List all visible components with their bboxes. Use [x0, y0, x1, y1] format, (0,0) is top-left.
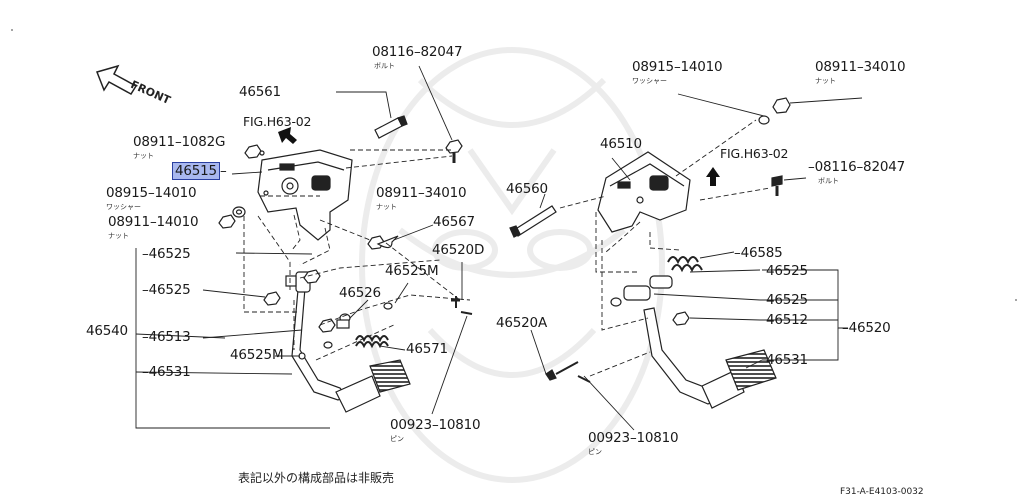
part-08911-34010-left[interactable]: 08911–34010: [376, 185, 467, 201]
part-46525-right-1[interactable]: 46525: [766, 263, 808, 279]
dash: –: [734, 245, 741, 261]
fig-arrow-right-icon: [706, 167, 720, 186]
part-08116-82047-right-label: 08116–82047: [814, 159, 906, 175]
front-arrow-icon: [96, 64, 138, 95]
fig-h63-02-link-left[interactable]: FIG.H63-02: [243, 114, 312, 129]
part-46531-left-label: 46531: [148, 364, 191, 380]
part-08911-14010[interactable]: 08911–14010: [108, 214, 199, 230]
part-08116-82047-right[interactable]: –08116–82047: [808, 159, 905, 175]
nut-sublabel-1: ナット: [133, 152, 154, 160]
part-46513[interactable]: –46513: [142, 329, 191, 345]
part-46540[interactable]: 46540: [86, 323, 128, 339]
part-46585-label: 46585: [740, 245, 783, 261]
dash: –: [842, 320, 849, 336]
dash: –: [142, 364, 149, 380]
part-46515-label: 46515: [172, 162, 220, 180]
part-46567[interactable]: 46567: [433, 214, 475, 230]
part-00923-10810-left[interactable]: 00923–10810: [390, 417, 481, 433]
not-for-sale-note: 表記以外の構成部品は非販売: [238, 471, 395, 485]
part-46525-left-2-label: 46525: [148, 282, 191, 298]
right-pedal-assembly: [509, 97, 791, 409]
part-46510[interactable]: 46510: [600, 136, 642, 152]
bolt-sublabel-right: ボルト: [818, 177, 839, 185]
part-46515-dash: –: [219, 163, 227, 179]
left-leader-lines: [135, 65, 471, 429]
part-46560[interactable]: 46560: [506, 181, 548, 197]
part-46513-label: 46513: [148, 329, 191, 345]
part-46571[interactable]: 46571: [406, 341, 448, 357]
part-46585[interactable]: –46585: [734, 245, 783, 261]
dash: –: [142, 282, 149, 298]
fig-arrow-left-icon: [278, 127, 297, 144]
bolt-sublabel-left: ボルト: [374, 62, 395, 70]
right-leader-lines: [530, 93, 863, 431]
washer-sublabel-left: ワッシャー: [106, 203, 141, 211]
left-pedal-assembly: [218, 115, 473, 413]
nut-sublabel-3: ナット: [376, 203, 397, 211]
part-46526[interactable]: 46526: [339, 285, 381, 301]
part-46520[interactable]: –46520: [842, 320, 891, 336]
part-46525-right-2[interactable]: 46525: [766, 292, 808, 308]
drawing-code: F31-A-E4103-0032: [840, 487, 924, 497]
part-46512[interactable]: 46512: [766, 312, 808, 328]
part-08911-1082g[interactable]: 08911–1082G: [133, 134, 226, 150]
part-46520a[interactable]: 46520A: [496, 315, 547, 331]
nut-sublabel-2: ナット: [108, 232, 129, 240]
pin-sublabel-right: ピン: [588, 448, 602, 456]
part-46525-left-1[interactable]: –46525: [142, 246, 191, 262]
nut-sublabel-right: ナット: [815, 77, 836, 85]
dash: –: [808, 159, 815, 175]
washer-sublabel-right: ワッシャー: [632, 77, 667, 85]
part-08116-82047-left[interactable]: 08116–82047: [372, 44, 463, 60]
part-46515-highlighted[interactable]: 46515–: [172, 162, 227, 180]
part-46525m-lower[interactable]: 46525M: [230, 347, 284, 363]
part-08915-14010-left[interactable]: 08915–14010: [106, 185, 197, 201]
dash: –: [142, 246, 149, 262]
pin-sublabel-left: ピン: [390, 435, 404, 443]
part-46525m-upper[interactable]: 46525M: [385, 263, 439, 279]
part-08915-14010-right[interactable]: 08915–14010: [632, 59, 723, 75]
watermark-emblem: [359, 47, 665, 483]
part-46525-left-2[interactable]: –46525: [142, 282, 191, 298]
part-46520-label: 46520: [848, 320, 891, 336]
part-08911-34010-right[interactable]: 08911–34010: [815, 59, 906, 75]
part-46531-right[interactable]: 46531: [766, 352, 808, 368]
part-46525-left-1-label: 46525: [148, 246, 191, 262]
dash: –: [142, 329, 149, 345]
part-46531-left[interactable]: –46531: [142, 364, 191, 380]
part-46520d[interactable]: 46520D: [432, 242, 485, 258]
part-46561[interactable]: 46561: [239, 84, 281, 100]
part-00923-10810-right[interactable]: 00923–10810: [588, 430, 679, 446]
fig-h63-02-link-right[interactable]: FIG.H63-02: [720, 146, 789, 161]
